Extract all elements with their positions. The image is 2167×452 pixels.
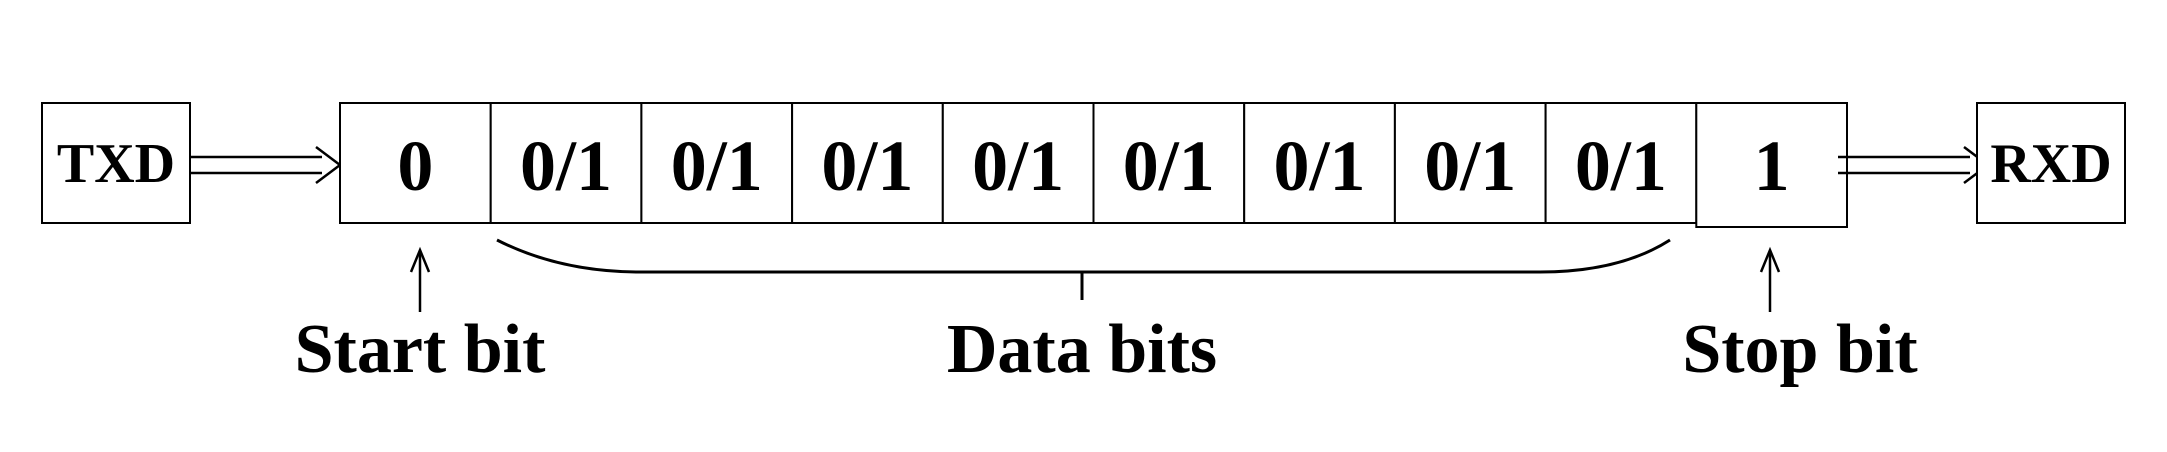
data-bit-cell-border — [1243, 102, 1396, 224]
rxd-block: RXD — [1976, 102, 2126, 224]
start-bit-pointer — [409, 246, 431, 312]
rxd-label: RXD — [1990, 133, 2111, 195]
start-bit-cell: 0 — [339, 102, 492, 224]
data-bit-cell-value: 0/1 — [1273, 126, 1365, 206]
frame: 0 0/1 0/1 0/1 0/1 0/1 0/1 0/1 0/1 1 — [339, 102, 1849, 228]
data-bit-cell: 0/1 — [640, 102, 794, 224]
stop-bit-pointer — [1759, 246, 1781, 312]
data-bit-cell: 0/1 — [1544, 102, 1698, 224]
data-bit-cell: 0/1 — [489, 102, 643, 224]
data-bit-cell-border — [640, 102, 794, 224]
data-bit-cell: 0/1 — [941, 102, 1095, 224]
data-bit-cell-value: 0/1 — [1424, 126, 1516, 206]
stop-bit-cell-value: 1 — [1754, 126, 1790, 206]
start-bit-cell-border — [339, 102, 492, 224]
data-bit-cell-value: 0/1 — [1123, 126, 1215, 206]
data-bit-cell-border — [1544, 102, 1698, 224]
data-bits-label: Data bits — [947, 311, 1217, 388]
data-bit-cell-value: 0/1 — [972, 126, 1064, 206]
data-bit-cell-value: 0/1 — [671, 126, 763, 206]
data-bit-cell: 0/1 — [1393, 102, 1547, 224]
data-bit-cell-value: 0/1 — [520, 126, 612, 206]
start-bit-cell-value: 0 — [397, 126, 433, 206]
data-bit-cell: 0/1 — [1243, 102, 1396, 224]
start-bit-label: Start bit — [295, 311, 546, 388]
txd-block: TXD — [41, 102, 191, 224]
data-bit-cell-value: 0/1 — [821, 126, 913, 206]
data-bit-cell-border — [489, 102, 643, 224]
txd-label: TXD — [57, 133, 175, 195]
data-bits-brace — [496, 238, 1671, 300]
data-bit-cell-border — [1092, 102, 1246, 224]
stop-bit-cell: 1 — [1695, 102, 1849, 228]
rxd-arrow — [1838, 146, 1991, 184]
data-bit-cell-border — [941, 102, 1095, 224]
stop-bit-label: Stop bit — [1682, 311, 1917, 388]
data-bit-cell: 0/1 — [791, 102, 944, 224]
data-bit-cell-border — [1393, 102, 1547, 224]
stop-bit-cell-border — [1695, 102, 1849, 228]
txd-arrow — [190, 146, 343, 184]
data-bit-cell-value: 0/1 — [1575, 126, 1667, 206]
data-bit-cell: 0/1 — [1092, 102, 1246, 224]
